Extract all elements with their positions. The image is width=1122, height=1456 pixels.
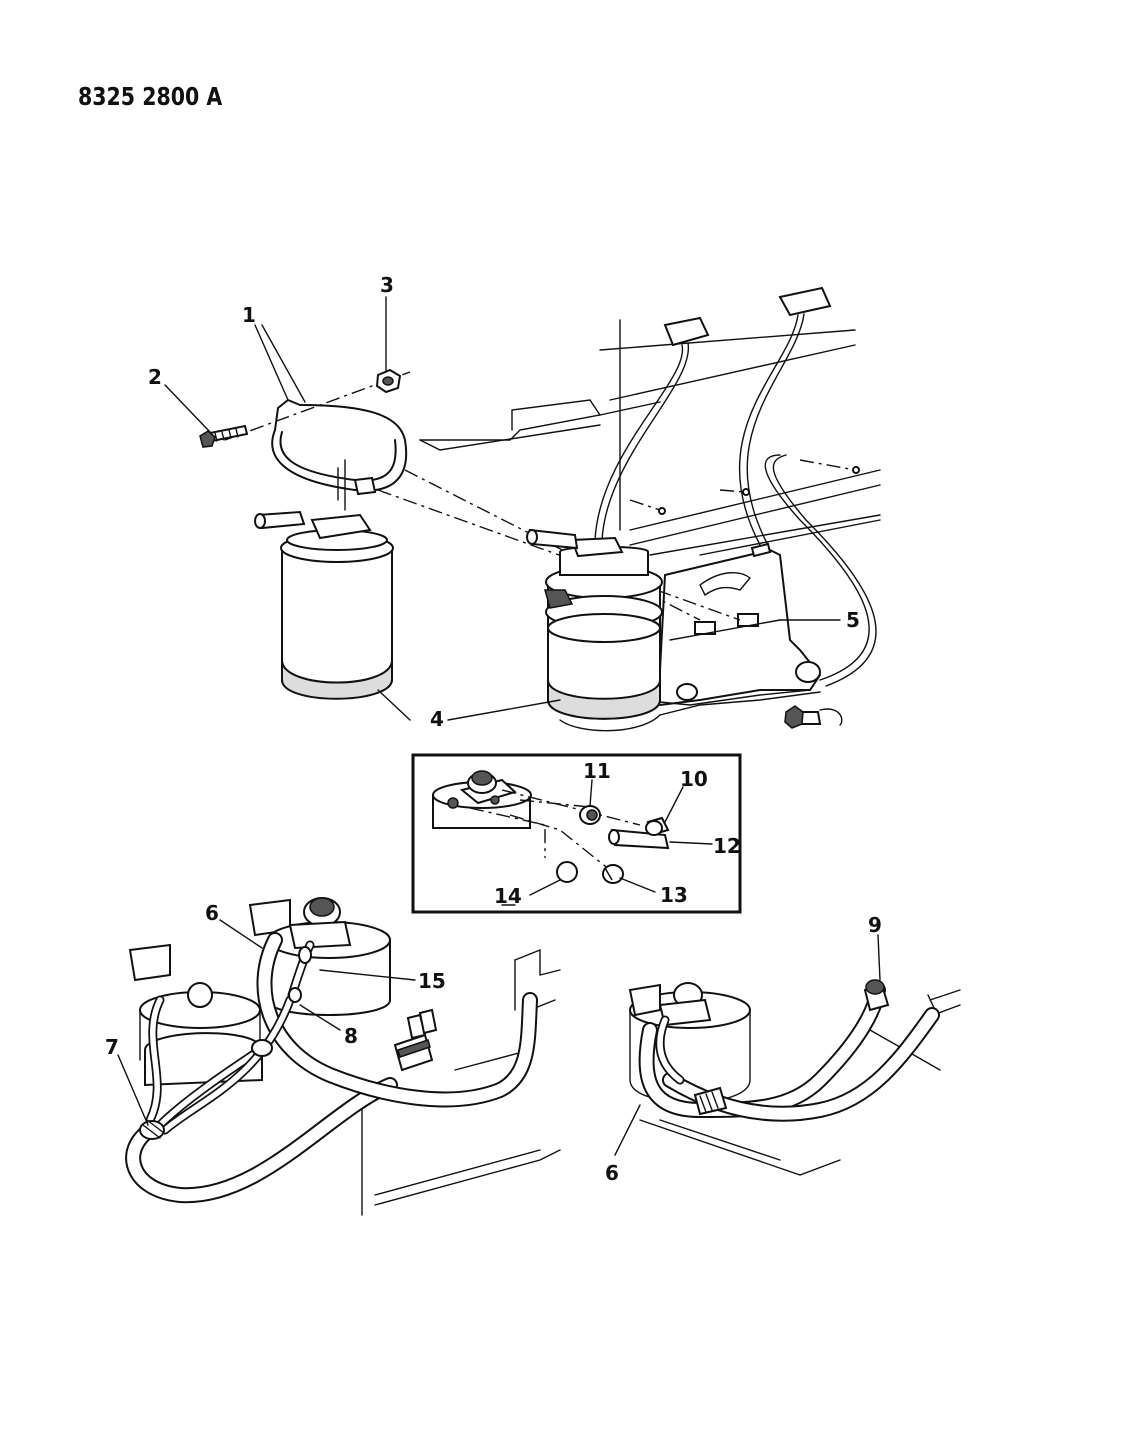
hose-assembly-left [125, 897, 561, 1216]
callout-1: 1 [242, 303, 256, 327]
callout-2: 2 [148, 365, 162, 389]
callout-9: 9 [868, 913, 882, 937]
callout-7: 7 [105, 1035, 119, 1059]
nut [375, 368, 402, 394]
vehicle-frame [419, 319, 881, 556]
hose-assembly-right [628, 979, 961, 1176]
callout-6b: 6 [605, 1161, 619, 1185]
callout-8: 8 [344, 1024, 358, 1048]
callout-15: 15 [418, 969, 446, 993]
mounting-bracket [638, 542, 822, 716]
bracket-bolt [784, 705, 843, 729]
callout-12: 12 [713, 834, 741, 858]
leader-lines [117, 296, 881, 1156]
callout-5: 5 [846, 608, 860, 632]
wire-harness [594, 286, 877, 687]
bolt [199, 424, 249, 448]
document-code: 8325 2800 A [78, 82, 223, 111]
callout-11: 11 [583, 759, 611, 783]
callout-13: 13 [660, 883, 688, 907]
callout-3: 3 [380, 273, 394, 297]
callout-6a: 6 [205, 901, 219, 925]
fuel-filter-exploded [254, 459, 394, 700]
callout-4: 4 [430, 707, 444, 731]
detail-inset [411, 753, 742, 914]
callout-14: 14 [494, 884, 522, 908]
fuel-filter-mounted [526, 528, 663, 732]
callout-numbers: 1 2 3 4 5 6 6 7 8 9 10 11 12 13 14 15 [105, 273, 882, 1185]
callout-10: 10 [680, 767, 708, 791]
